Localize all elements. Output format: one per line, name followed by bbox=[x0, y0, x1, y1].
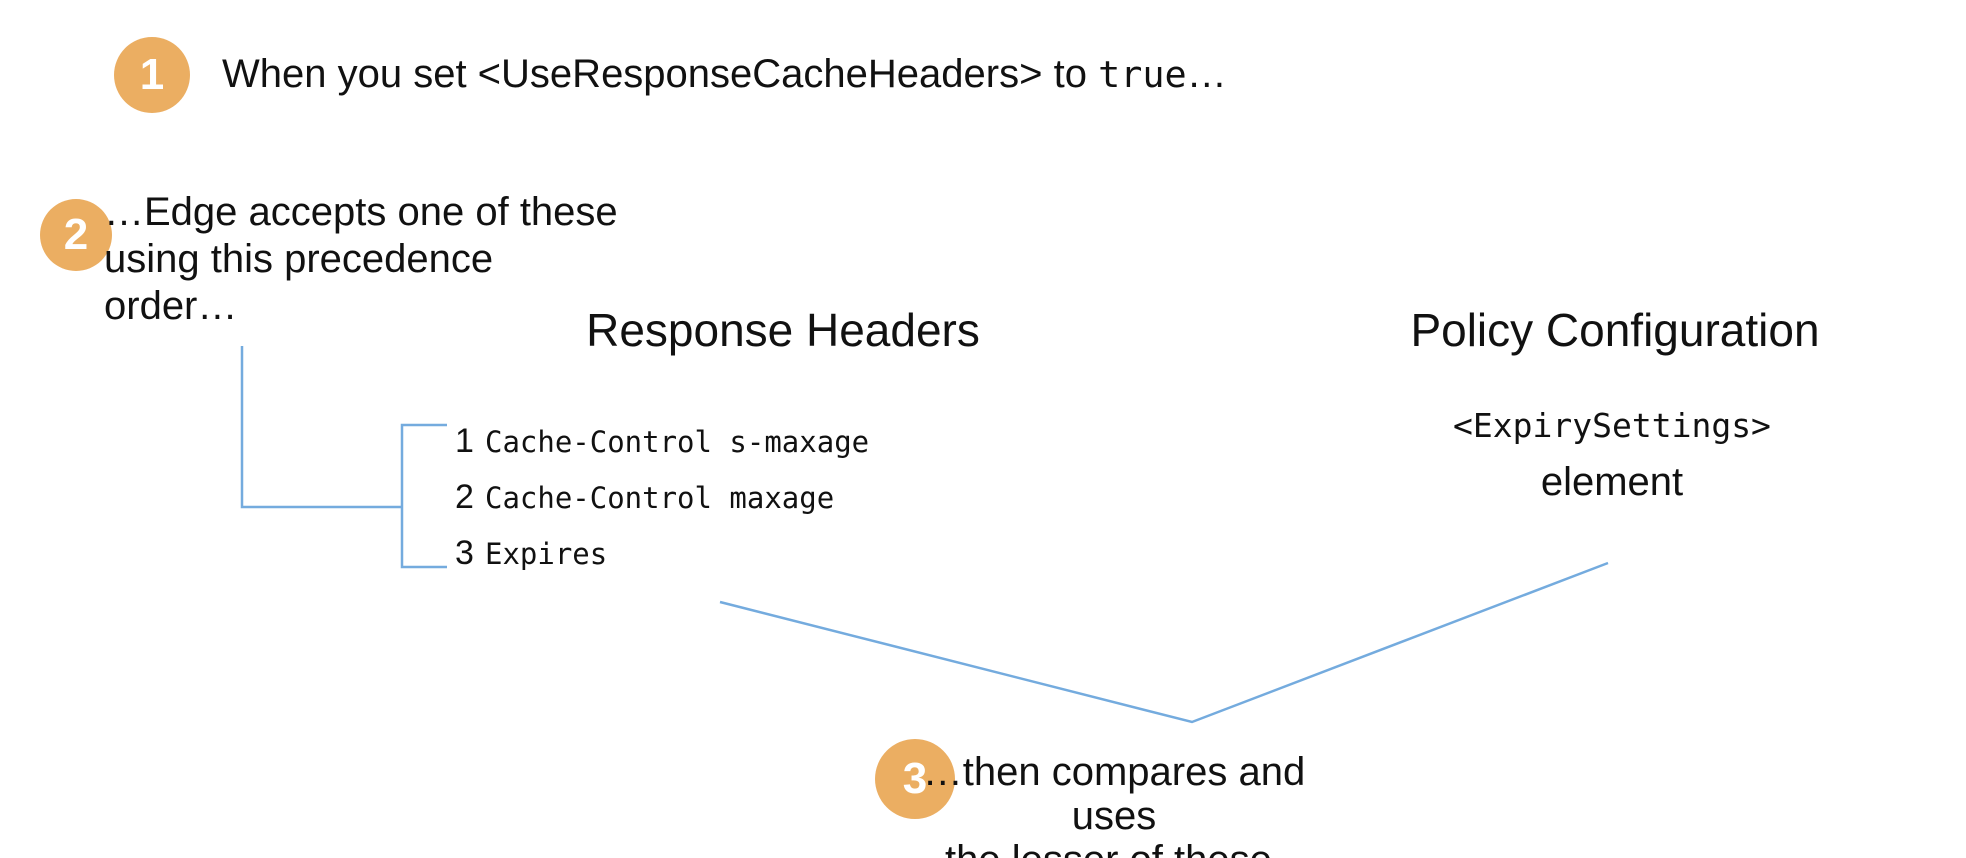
connector-feeder-line bbox=[240, 346, 402, 509]
step-3-number: 3 bbox=[902, 754, 928, 803]
step-3-badge: 3 bbox=[875, 739, 955, 819]
step-1-text-before-code: When you set <UseResponseCacheHeaders> t… bbox=[222, 52, 1099, 96]
step-2-line-1: …Edge accepts one of these bbox=[104, 190, 618, 234]
step-1-text: When you set <UseResponseCacheHeaders> t… bbox=[222, 51, 1227, 98]
precedence-item-1-label: Cache-Control s-maxage bbox=[485, 425, 870, 459]
step-3-line-1: …then compares and uses bbox=[922, 750, 1306, 838]
connector-v-line bbox=[719, 561, 1609, 724]
step-3-line-2: the lesser of these. bbox=[914, 838, 1314, 858]
step-1-text-after-code: … bbox=[1186, 52, 1227, 96]
step-2-badge: 2 bbox=[40, 199, 112, 271]
expiry-settings-caption: element bbox=[1540, 460, 1684, 504]
precedence-item-1-number: 1 bbox=[455, 422, 474, 460]
connector-bracket-line bbox=[400, 423, 447, 569]
expiry-settings-block: <ExpirySettings> element bbox=[1412, 404, 1812, 504]
step-2-line-2: using this precedence bbox=[104, 237, 494, 281]
policy-configuration-heading: Policy Configuration bbox=[1410, 304, 1820, 356]
precedence-item-2-number: 2 bbox=[455, 478, 474, 516]
step-1-badge: 1 bbox=[114, 37, 190, 113]
step-2-text: …Edge accepts one of these using this pr… bbox=[104, 189, 618, 330]
step-2-number: 2 bbox=[63, 210, 89, 259]
precedence-item-1: 1 Cache-Control s-maxage bbox=[455, 413, 869, 469]
step-1-number: 1 bbox=[139, 50, 165, 99]
precedence-item-3-label: Expires bbox=[485, 537, 608, 571]
precedence-item-2-label: Cache-Control maxage bbox=[485, 481, 835, 515]
step-3-text: …then compares and uses the lesser of th… bbox=[914, 750, 1314, 858]
precedence-item-3-number: 3 bbox=[455, 534, 474, 572]
expiry-settings-code: <ExpirySettings> bbox=[1453, 406, 1771, 445]
precedence-list: 1 Cache-Control s-maxage 2 Cache-Control… bbox=[455, 413, 869, 581]
precedence-item-2: 2 Cache-Control maxage bbox=[455, 469, 869, 525]
step-2-line-3: order… bbox=[104, 284, 238, 328]
response-headers-heading: Response Headers bbox=[586, 304, 980, 356]
precedence-item-3: 3 Expires bbox=[455, 525, 869, 581]
step-1-code-true: true bbox=[1098, 53, 1187, 96]
